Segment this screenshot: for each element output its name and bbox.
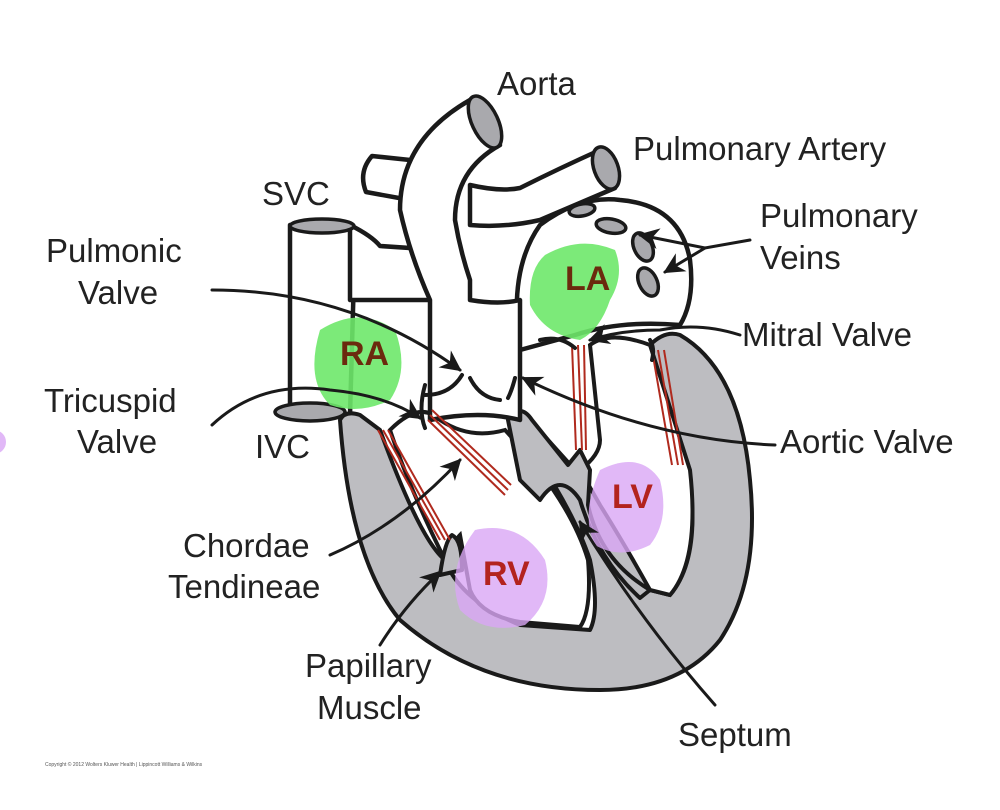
label-mitral-valve: Mitral Valve [742,316,912,353]
septum [506,409,652,600]
la-highlight [529,243,619,340]
chordae-pointer [328,458,462,557]
chamber-label-lv: LV [612,478,653,516]
chordae-tendineae [377,344,684,541]
mitral-leaflet-left [538,336,577,350]
label-chordae-2: Tendineae [168,568,320,605]
label-pulmonic-valve-2: Valve [78,274,158,311]
label-tricuspid-valve-2: Valve [77,423,157,460]
pulmonic-leaflet-right [468,376,502,402]
chamber-label-ra: RA [340,335,389,373]
label-papillary-2: Muscle [317,689,422,726]
lv-highlight [588,462,664,553]
label-pulmonary-veins-1: Pulmonary [760,197,918,234]
rv-highlight [455,528,548,628]
aorta [397,94,523,423]
label-septum: Septum [678,716,792,753]
pulmonary-veins-pointer-2 [663,246,707,274]
septum-pointer [578,520,717,707]
chamber-label-la: LA [565,260,610,298]
aortic-branch [360,153,413,203]
label-pulmonic-valve-1: Pulmonic [46,232,182,269]
label-tricuspid-valve-1: Tricuspid [44,382,177,419]
label-aortic-valve: Aortic Valve [780,423,954,460]
label-chordae-1: Chordae [183,527,310,564]
aortic-leaflet [506,376,517,400]
mitral-valve-pointer [588,324,742,344]
chamber-highlights [314,243,664,628]
copyright-notice: Copyright © 2012 Wolters Kluwer Health |… [45,761,203,768]
tricuspid-valve-pointer [210,386,422,427]
ivc-opening [273,401,347,423]
aortic-valve-pointer [521,376,777,447]
label-ivc: IVC [255,428,310,465]
label-pulmonary-artery: Pulmonary Artery [633,130,887,167]
pointer-lines [210,228,777,707]
pulmonic-valve-pointer [210,288,462,372]
edge-highlight [0,431,6,453]
chamber-label-rv: RV [483,555,530,593]
mitral-leaflet-right [648,338,656,362]
pulmonic-leaflet-left [423,373,464,397]
label-aorta: Aorta [497,65,577,102]
ra-highlight [314,317,402,409]
pulmonary-artery [467,145,622,229]
label-svc: SVC [262,175,330,212]
label-papillary-1: Papillary [305,647,432,684]
label-pulmonary-veins-2: Veins [760,239,841,276]
papillary-pointer [378,570,442,647]
tricuspid-leaflet [419,383,427,430]
